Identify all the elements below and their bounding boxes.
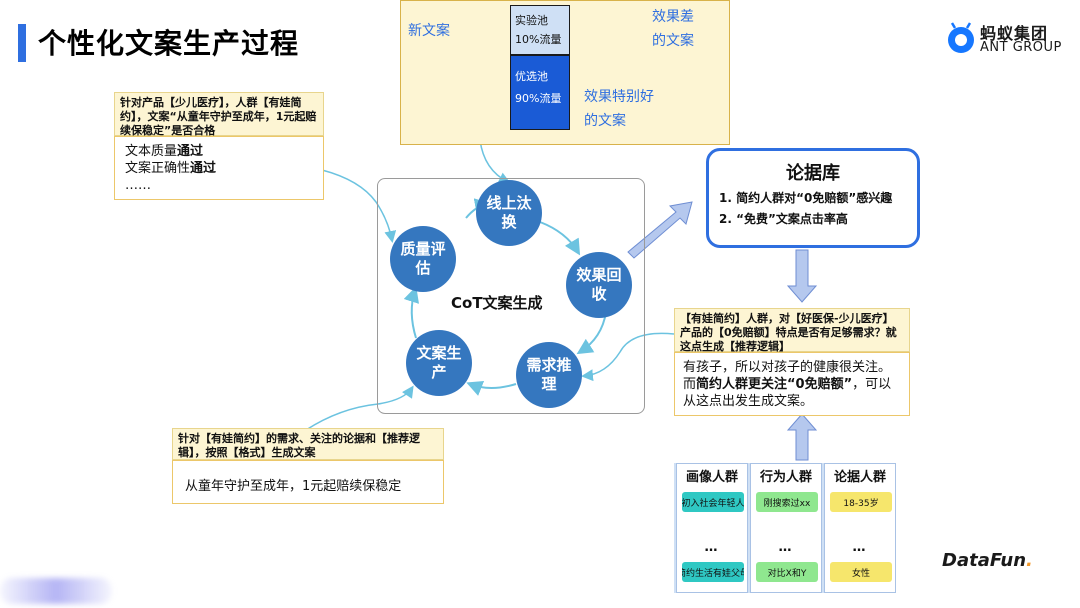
cot-center-label: CoT文案生成 xyxy=(451,294,543,312)
reasoning-note-head: 【有娃简约】人群，对【好医保-少儿医疗】产品的【0免赔额】特点是否有足够需求？就… xyxy=(674,308,910,353)
good-copy-label-2: 的文案 xyxy=(584,113,626,129)
datafun-logo-text: DataFun xyxy=(942,550,1027,571)
node-online-replace: 线上汰换 xyxy=(476,180,542,246)
node-feedback: 效果回收 xyxy=(566,252,632,318)
crowd-head-profile: 画像人群 xyxy=(685,470,738,485)
title-accent-bar xyxy=(18,24,26,62)
produce-note-head: 针对【有娃简约】的需求、关注的论据和【推荐逻辑】，按照【格式】生成文案 xyxy=(172,428,444,460)
best-pool: 优选池 90%流量 xyxy=(510,55,570,130)
reasoning-body-a: 有孩子，所以对孩子的健康很关注。而 xyxy=(683,360,892,392)
experiment-pool-label: 实验池 xyxy=(515,14,548,27)
quality-note-body: 文本质量通过 文案正确性通过 …… xyxy=(114,136,324,200)
crowd-tag-evidence-1: 18-35岁 xyxy=(830,492,892,512)
experiment-pool: 实验池 10%流量 xyxy=(510,5,570,55)
evidence-title: 论据库 xyxy=(786,163,840,184)
crowd-head-evidence: 论据人群 xyxy=(833,470,886,485)
evidence-item-1: 1. 简约人群对“0免赔额”感兴趣 xyxy=(719,191,893,205)
quality-line1-text: 文本质量 xyxy=(125,144,178,159)
datafun-logo: DataFun. xyxy=(942,550,1033,571)
evidence-base: 论据库 1. 简约人群对“0免赔额”感兴趣 2. “免费”文案点击率高 xyxy=(706,148,920,248)
poor-copy-label-2: 的文案 xyxy=(652,33,694,49)
crowd-tag-profile-1: 初入社会年轻人 xyxy=(682,492,744,512)
crowd-dots-evidence: … xyxy=(852,540,868,555)
crowd-col-profile: 画像人群 初入社会年轻人 … 简约生活有娃父母 xyxy=(676,463,748,593)
crowd-tag-behavior-2: 对比X和Y xyxy=(756,562,818,582)
experiment-pool-traffic: 10%流量 xyxy=(515,33,562,46)
crowd-tag-evidence-2: 女性 xyxy=(830,562,892,582)
ant-logo-icon xyxy=(948,22,974,53)
quality-line1-bold: 通过 xyxy=(177,144,204,159)
reasoning-body-b: ，可以从这点出发生成文案。 xyxy=(683,377,892,409)
quality-line2-text: 文案正确性 xyxy=(125,161,191,176)
crowd-col-behavior: 行为人群 刚搜索过xx … 对比X和Y xyxy=(750,463,822,593)
logo-text-cn: 蚂蚁集团 xyxy=(980,24,1049,43)
reasoning-body-bold: 简约人群更关注“0免赔额” xyxy=(696,377,853,392)
crowd-dots-profile: … xyxy=(704,540,720,555)
ant-group-logo: 蚂蚁集团 ANT GROUP xyxy=(946,18,1066,58)
evidence-item-2: 2. “免费”文案点击率高 xyxy=(719,212,848,226)
cot-cycle-frame xyxy=(377,178,645,414)
crowd-tag-behavior-1: 刚搜索过xx xyxy=(756,492,818,512)
logo-text-en: ANT GROUP xyxy=(980,40,1062,55)
decorative-blur-bar xyxy=(0,578,112,604)
crowd-up-block-arrow xyxy=(786,413,818,461)
page-title: 个性化文案生产过程 xyxy=(38,27,300,60)
crowd-table: 画像人群 初入社会年轻人 … 简约生活有娃父母 行为人群 刚搜索过xx … 对比… xyxy=(674,463,896,593)
best-pool-label: 优选池 xyxy=(515,70,548,83)
quality-line3: …… xyxy=(125,178,151,193)
produce-note-text: 从童年守护至成年，1元起赔续保稳定 xyxy=(185,479,402,494)
reasoning-note-body: 有孩子，所以对孩子的健康很关注。而简约人群更关注“0免赔额”，可以从这点出发生成… xyxy=(674,352,910,416)
quality-note-head: 针对产品【少儿医疗】，人群【有娃简约】，文案“从童年守护至成年，1元起赔续保稳定… xyxy=(114,92,324,137)
datafun-logo-dot: . xyxy=(1026,550,1033,571)
poor-copy-label-1: 效果差 xyxy=(652,9,694,25)
produce-note-body: 从童年守护至成年，1元起赔续保稳定 xyxy=(172,460,444,504)
quality-line2-bold: 通过 xyxy=(190,161,217,176)
node-produce: 文案生产 xyxy=(406,330,472,396)
evidence-down-block-arrow xyxy=(786,249,818,303)
node-quality: 质量评估 xyxy=(390,226,456,292)
crowd-tag-profile-2: 简约生活有娃父母 xyxy=(682,562,744,582)
node-reasoning: 需求推理 xyxy=(516,342,582,408)
crowd-col-evidence: 论据人群 18-35岁 … 女性 xyxy=(824,463,896,593)
new-copy-label: 新文案 xyxy=(408,23,450,39)
best-pool-traffic: 90%流量 xyxy=(515,92,562,105)
crowd-dots-behavior: … xyxy=(778,540,794,555)
crowd-head-behavior: 行为人群 xyxy=(759,470,812,485)
good-copy-label-1: 效果特别好 xyxy=(584,89,654,105)
